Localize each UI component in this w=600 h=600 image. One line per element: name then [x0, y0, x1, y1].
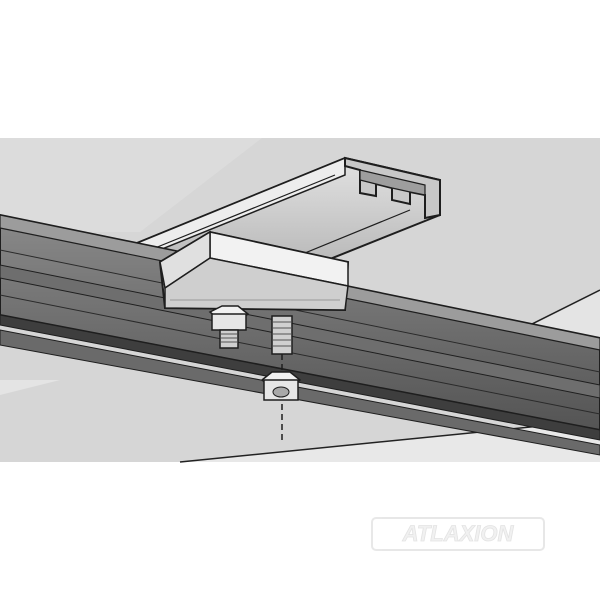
watermark-logo: ATLAXION — [371, 517, 545, 551]
left-nut — [208, 305, 250, 349]
clamp-block — [158, 230, 350, 312]
fastener-set — [208, 305, 302, 442]
lower-nut — [260, 371, 302, 401]
threaded-stud — [271, 315, 293, 355]
watermark-text: ATLAXION — [402, 521, 515, 546]
